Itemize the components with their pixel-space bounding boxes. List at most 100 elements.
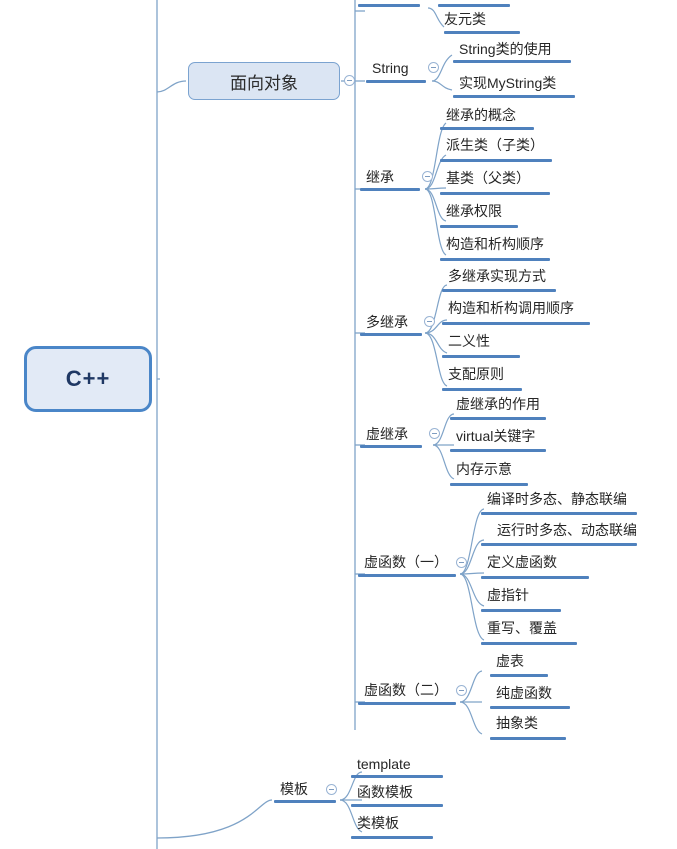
collapse-toggle-template[interactable] bbox=[326, 784, 337, 795]
node-inherit[interactable]: 继承 bbox=[366, 169, 394, 185]
node-define-vfunc-label: 定义虚函数 bbox=[487, 554, 557, 570]
collapse-toggle-virtual-inherit[interactable] bbox=[429, 428, 440, 439]
node-multi-inherit[interactable]: 多继承 bbox=[366, 314, 408, 330]
node-string[interactable]: String bbox=[372, 60, 409, 76]
node-memory-layout[interactable]: 内存示意 bbox=[456, 461, 512, 477]
collapse-toggle-inherit[interactable] bbox=[422, 171, 433, 182]
node-pure-vfunc-label: 纯虚函数 bbox=[496, 685, 552, 701]
node-abstract-class-label: 抽象类 bbox=[496, 715, 538, 731]
node-template[interactable]: 模板 bbox=[280, 781, 308, 797]
node-static-poly-label: 编译时多态、静态联编 bbox=[487, 491, 627, 507]
collapse-toggle-multi-inherit[interactable] bbox=[424, 316, 435, 327]
node-mystring-label: 实现MyString类 bbox=[459, 75, 557, 91]
collapse-toggle-string[interactable] bbox=[428, 62, 439, 73]
node-ambiguity[interactable]: 二义性 bbox=[448, 333, 490, 349]
node-virtual-inherit-label: 虚继承 bbox=[366, 426, 408, 442]
bar-dominance bbox=[442, 388, 522, 391]
bar-vptr bbox=[481, 609, 561, 612]
node-define-vfunc[interactable]: 定义虚函数 bbox=[487, 554, 557, 570]
node-vfunc-1-label: 虚函数（一） bbox=[364, 554, 448, 570]
node-class-template-label: 类模板 bbox=[357, 815, 399, 831]
node-vptr[interactable]: 虚指针 bbox=[487, 587, 529, 603]
node-multi-impl[interactable]: 多继承实现方式 bbox=[448, 268, 546, 284]
node-func-template-label: 函数模板 bbox=[357, 784, 413, 800]
node-vi-purpose[interactable]: 虚继承的作用 bbox=[456, 396, 540, 412]
node-vfunc-2-label: 虚函数（二） bbox=[364, 682, 448, 698]
bar-virtual-keyword bbox=[450, 449, 546, 452]
bar-abstract-class bbox=[490, 737, 566, 740]
root-node-cpp[interactable]: C++ bbox=[24, 346, 152, 412]
node-base-class[interactable]: 基类（父类） bbox=[446, 170, 530, 186]
node-class-template[interactable]: 类模板 bbox=[357, 815, 399, 831]
collapse-toggle-vfunc-2[interactable] bbox=[456, 685, 467, 696]
bar-multi-inherit bbox=[360, 333, 422, 336]
node-static-poly[interactable]: 编译时多态、静态联编 bbox=[487, 491, 627, 507]
bar-template-kw bbox=[351, 775, 443, 778]
bar-vfunc-1 bbox=[358, 574, 456, 577]
node-pure-vfunc[interactable]: 纯虚函数 bbox=[496, 685, 552, 701]
node-func-template[interactable]: 函数模板 bbox=[357, 784, 413, 800]
node-inherit-access[interactable]: 继承权限 bbox=[446, 203, 502, 219]
node-dominance[interactable]: 支配原则 bbox=[448, 366, 504, 382]
node-dynamic-poly-label: 运行时多态、动态联编 bbox=[497, 522, 637, 538]
node-derived-class-label: 派生类（子类） bbox=[446, 137, 544, 153]
node-friend-class[interactable]: 友元类 bbox=[444, 11, 486, 27]
bar-pure-vfunc bbox=[490, 706, 570, 709]
node-inherit-access-label: 继承权限 bbox=[446, 203, 502, 219]
node-dynamic-poly[interactable]: 运行时多态、动态联编 bbox=[497, 522, 637, 538]
node-override[interactable]: 重写、覆盖 bbox=[487, 620, 557, 636]
bar-string-usage bbox=[453, 60, 571, 63]
node-mystring[interactable]: 实现MyString类 bbox=[459, 75, 556, 91]
node-virtual-inherit[interactable]: 虚继承 bbox=[366, 426, 408, 442]
node-multi-ctor-order-label: 构造和析构调用顺序 bbox=[448, 300, 574, 316]
bar-oop-truncated bbox=[358, 4, 420, 7]
node-override-label: 重写、覆盖 bbox=[487, 620, 557, 636]
bar-base-class bbox=[440, 192, 550, 195]
bar-vfunc-2 bbox=[358, 702, 456, 705]
bar-friend-class bbox=[444, 31, 520, 34]
node-multi-inherit-label: 多继承 bbox=[366, 314, 408, 330]
node-template-label: 模板 bbox=[280, 781, 308, 797]
bar-mystring bbox=[453, 95, 575, 98]
bar-static-poly bbox=[481, 512, 637, 515]
node-ctor-dtor-order-label: 构造和析构顺序 bbox=[446, 236, 544, 252]
node-string-label: String bbox=[372, 60, 409, 76]
node-string-usage[interactable]: String类的使用 bbox=[459, 41, 552, 57]
bar-template bbox=[274, 800, 336, 803]
node-string-usage-label: String类的使用 bbox=[459, 41, 552, 57]
node-vfunc-1[interactable]: 虚函数（一） bbox=[364, 554, 448, 570]
bar-vtable bbox=[490, 674, 548, 677]
bar-inherit-concept bbox=[440, 127, 534, 130]
node-inherit-concept[interactable]: 继承的概念 bbox=[446, 107, 516, 123]
node-vi-purpose-label: 虚继承的作用 bbox=[456, 396, 540, 412]
node-ctor-dtor-order[interactable]: 构造和析构顺序 bbox=[446, 236, 544, 252]
bar-multi-impl bbox=[442, 289, 556, 292]
node-template-kw-label: template bbox=[357, 756, 411, 772]
node-virtual-keyword[interactable]: virtual关键字 bbox=[456, 428, 535, 444]
node-vptr-label: 虚指针 bbox=[487, 587, 529, 603]
bar-vi-purpose bbox=[450, 417, 546, 420]
bar-inherit bbox=[360, 188, 420, 191]
node-memory-layout-label: 内存示意 bbox=[456, 461, 512, 477]
collapse-toggle-vfunc-1[interactable] bbox=[456, 557, 467, 568]
bar-override bbox=[481, 642, 577, 645]
node-vfunc-2[interactable]: 虚函数（二） bbox=[364, 682, 448, 698]
bar-class-template bbox=[351, 836, 433, 839]
bar-string bbox=[366, 80, 426, 83]
node-friend-class-label: 友元类 bbox=[444, 11, 486, 27]
root-node-label: C++ bbox=[65, 366, 111, 391]
node-template-kw[interactable]: template bbox=[357, 756, 411, 772]
node-vtable[interactable]: 虚表 bbox=[496, 653, 524, 669]
node-vtable-label: 虚表 bbox=[496, 653, 524, 669]
bar-ctor-dtor-order bbox=[440, 258, 550, 261]
bar-ambiguity bbox=[442, 355, 520, 358]
branch-node-oop[interactable]: 面向对象 bbox=[188, 62, 340, 100]
collapse-toggle-oop[interactable] bbox=[344, 75, 355, 86]
bar-inherit-access bbox=[440, 225, 518, 228]
node-multi-ctor-order[interactable]: 构造和析构调用顺序 bbox=[448, 300, 574, 316]
bar-virtual-inherit bbox=[360, 445, 422, 448]
node-abstract-class[interactable]: 抽象类 bbox=[496, 715, 538, 731]
node-derived-class[interactable]: 派生类（子类） bbox=[446, 137, 544, 153]
